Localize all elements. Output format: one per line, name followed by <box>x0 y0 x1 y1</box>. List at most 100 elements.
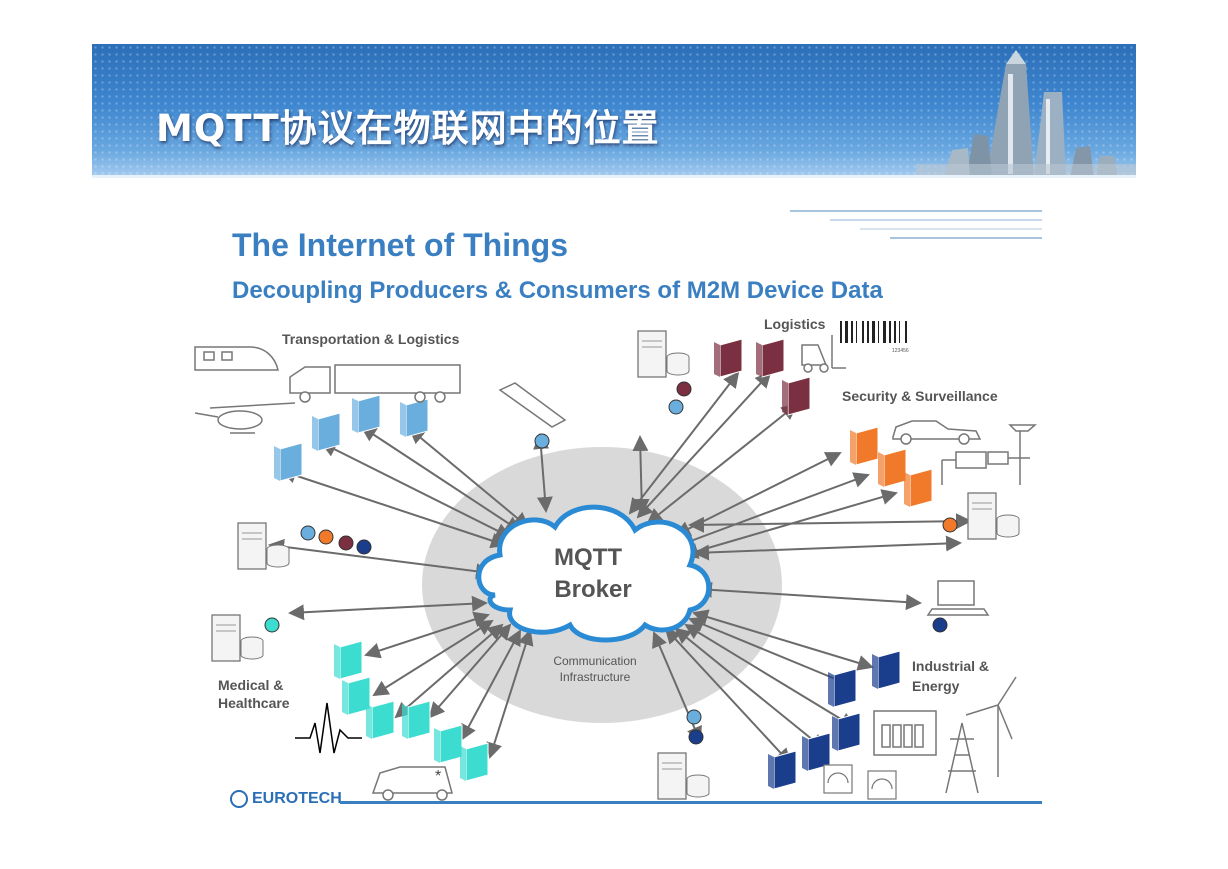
device-box-side <box>714 342 720 377</box>
group-label-security: Security & Surveillance <box>842 388 998 404</box>
barcode-bar <box>851 321 853 343</box>
connection-arrow <box>288 595 488 621</box>
laptop-icon <box>926 580 990 616</box>
connection-arrow <box>688 513 972 533</box>
topic-dot <box>668 399 684 415</box>
device-box-side <box>342 680 348 715</box>
device-box <box>714 338 743 378</box>
device-box-face <box>855 426 879 466</box>
connection-arrow <box>268 538 492 580</box>
device-box <box>782 376 811 416</box>
eurotech-logo: EUROTECH <box>230 790 342 808</box>
device-box <box>274 442 303 482</box>
device-box-face <box>405 398 429 438</box>
infra-label-line2: Infrastructure <box>560 670 631 684</box>
connection-arrow <box>696 581 922 611</box>
device-box <box>366 700 395 740</box>
topic-dot <box>688 729 704 745</box>
forklift-icon <box>801 335 846 373</box>
truck-icon <box>289 364 461 403</box>
device-box-face <box>719 338 743 378</box>
group-label-industrial-1: Industrial & <box>912 658 989 674</box>
connection-arrow <box>632 435 650 515</box>
device-box-face <box>465 742 489 782</box>
meter-gauge-icons <box>823 764 897 800</box>
device-box-side <box>312 416 318 451</box>
topic-dot <box>318 529 334 545</box>
device-box <box>768 750 797 790</box>
device-box <box>878 448 907 488</box>
device-box-side <box>434 728 440 763</box>
database-body <box>240 641 264 660</box>
barcode-bar <box>845 321 848 343</box>
server-icon <box>211 614 264 662</box>
train-icon <box>194 346 279 371</box>
topic-dot <box>300 525 316 541</box>
device-box-face <box>877 650 901 690</box>
connection-arrow <box>486 629 534 759</box>
barcode-bar <box>840 321 842 343</box>
device-box <box>334 640 363 680</box>
device-box-side <box>904 472 910 507</box>
device-box-side <box>878 452 884 487</box>
slide-title: MQTT协议在物联网中的位置 <box>156 107 660 150</box>
connection-arrow <box>693 535 962 561</box>
server-tower <box>237 522 267 570</box>
database-body <box>666 357 690 376</box>
topic-dot <box>686 709 702 725</box>
database-body <box>996 519 1020 538</box>
device-box-face <box>339 640 363 680</box>
device-nodes <box>274 338 933 790</box>
device-box-side <box>802 736 808 771</box>
topic-dot <box>932 617 948 633</box>
barcode-bar <box>856 321 857 343</box>
iot-figure: MQTT Broker Communication Infrastructure… <box>190 205 1042 810</box>
group-label-medical-1: Medical & <box>218 677 283 693</box>
device-box <box>904 468 933 508</box>
device-box-face <box>279 442 303 482</box>
device-box-face <box>837 712 861 752</box>
database-body <box>686 779 710 798</box>
topic-dot <box>676 381 692 397</box>
iot-diagram: MQTT Broker Communication Infrastructure… <box>194 210 1042 801</box>
device-box-side <box>782 380 788 415</box>
broker-label-line2: Broker <box>554 576 631 603</box>
city-skyline-image <box>916 50 1136 178</box>
group-label-transportation: Transportation & Logistics <box>282 331 460 347</box>
barcode-number: 123456 <box>892 348 909 354</box>
mqtt-broker-cloud: MQTT Broker <box>476 504 712 643</box>
device-box-side <box>334 644 340 679</box>
device-box <box>872 650 901 690</box>
barcode-bar <box>883 321 886 343</box>
server-icon <box>967 492 1020 540</box>
device-box <box>402 700 431 740</box>
server-tower <box>657 752 687 800</box>
server-tower <box>967 492 997 540</box>
device-box-face <box>371 700 395 740</box>
power-tower-icon <box>945 722 979 794</box>
device-box-face <box>357 394 381 434</box>
device-box-side <box>850 430 856 465</box>
figure-heading: The Internet of Things <box>232 227 568 263</box>
device-box-face <box>439 724 463 764</box>
police-car-icon <box>892 420 982 445</box>
topic-dot <box>338 535 354 551</box>
device-box <box>850 426 879 466</box>
barcode-bar <box>889 321 891 343</box>
svg-text:*: * <box>435 768 441 785</box>
top-decor-lines <box>790 210 1042 239</box>
device-box-face <box>407 700 431 740</box>
device-box <box>460 742 489 782</box>
device-box-side <box>400 402 406 437</box>
server-icon <box>657 752 710 800</box>
barcode-bar <box>878 321 879 343</box>
device-box-side <box>756 342 762 377</box>
connection-arrow <box>408 427 530 529</box>
device-box-side <box>274 446 280 481</box>
database-body <box>266 549 290 568</box>
device-box-side <box>828 672 834 707</box>
device-box-side <box>366 704 372 739</box>
wind-turbine-icon <box>965 676 1017 777</box>
topic-dot <box>942 517 958 533</box>
device-box-side <box>832 716 838 751</box>
